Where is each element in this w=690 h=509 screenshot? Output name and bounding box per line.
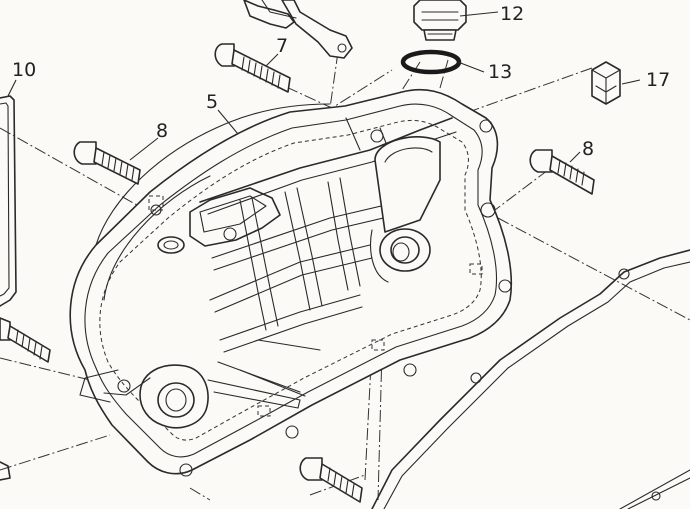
bolt-lower-left: [0, 317, 51, 363]
flange-bolt-holes: [117, 119, 512, 477]
internal-rib-web: [209, 177, 393, 397]
upper-bracket: [261, 0, 353, 59]
part-12-filler-plug: [413, 0, 467, 41]
callout-8-right: 8: [582, 138, 594, 160]
callout-numbers: 10 5 7 8 8 12 13 17: [12, 3, 670, 160]
bolt-7: [214, 43, 291, 93]
callout-12: 12: [500, 3, 524, 25]
bolt-top-center: [243, 0, 295, 29]
callout-7: 7: [276, 35, 288, 57]
callout-10: 10: [12, 59, 36, 81]
callout-17: 17: [646, 69, 670, 91]
part-17-cap: [591, 61, 621, 105]
callout-5: 5: [206, 91, 218, 113]
right-gasket: [371, 249, 690, 509]
bolt-bottom-left: [0, 461, 11, 481]
bolt-8-right: [529, 149, 595, 195]
callout-13: 13: [488, 61, 512, 83]
part-10-gasket: [0, 95, 17, 307]
part-5-crankcase-cover: [69, 88, 513, 477]
callout-leader-lines: [7, 11, 641, 163]
bolt-bottom-center: [299, 457, 363, 503]
bolt-8-left: [73, 141, 141, 185]
callout-8-left: 8: [156, 120, 168, 142]
part-13-o-ring: [400, 49, 462, 75]
